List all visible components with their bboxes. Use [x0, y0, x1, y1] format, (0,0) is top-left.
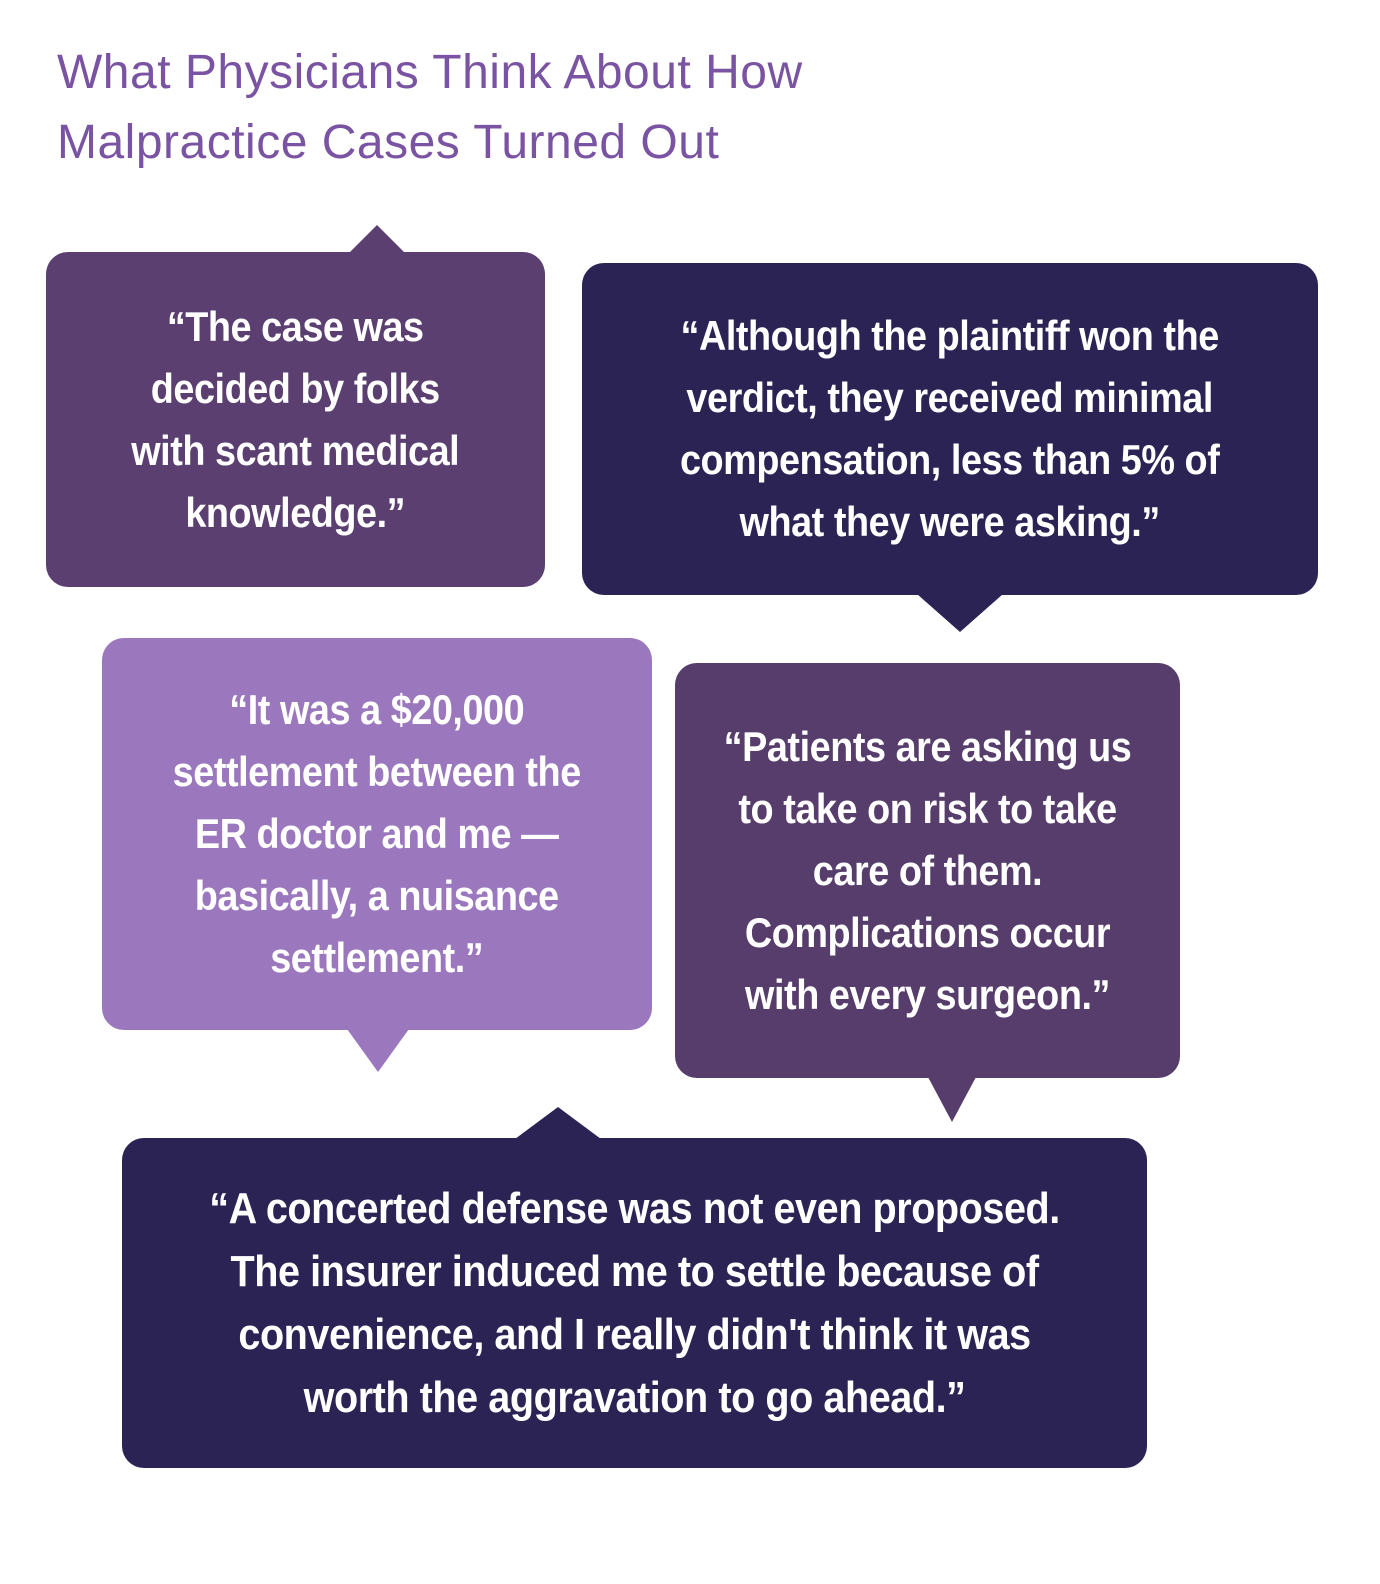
page-title: What Physicians Think About How Malpract…	[57, 46, 803, 169]
quote-bubble-concerted-defense: “A concerted defense was not even propos…	[122, 1107, 1147, 1468]
quote-bubble-plaintiff-won: “Although the plaintiff won the verdict,…	[582, 263, 1318, 632]
speech-tail-down-icon	[917, 594, 1003, 632]
speech-tail-down-icon	[928, 1077, 976, 1122]
quote-text: “Patients are asking us to take on risk …	[723, 722, 1132, 1018]
quote-bubble-nuisance-settlement: “It was a $20,000 settlement between the…	[102, 638, 652, 1072]
quote-bubble-patients-risk: “Patients are asking us to take on risk …	[675, 663, 1180, 1122]
quote-text: “The case was decided by folks with scan…	[131, 302, 460, 536]
quote-text: “A concerted defense was not even propos…	[209, 1184, 1060, 1422]
speech-tail-up-icon	[515, 1107, 601, 1139]
speech-tail-up-icon	[349, 225, 405, 253]
quote-bubble-case-decided: “The case was decided by folks with scan…	[46, 225, 545, 587]
quote-text: “Although the plaintiff won the verdict,…	[680, 312, 1220, 545]
quote-text: “It was a $20,000 settlement between the…	[172, 686, 582, 981]
speech-tail-down-icon	[347, 1029, 409, 1072]
